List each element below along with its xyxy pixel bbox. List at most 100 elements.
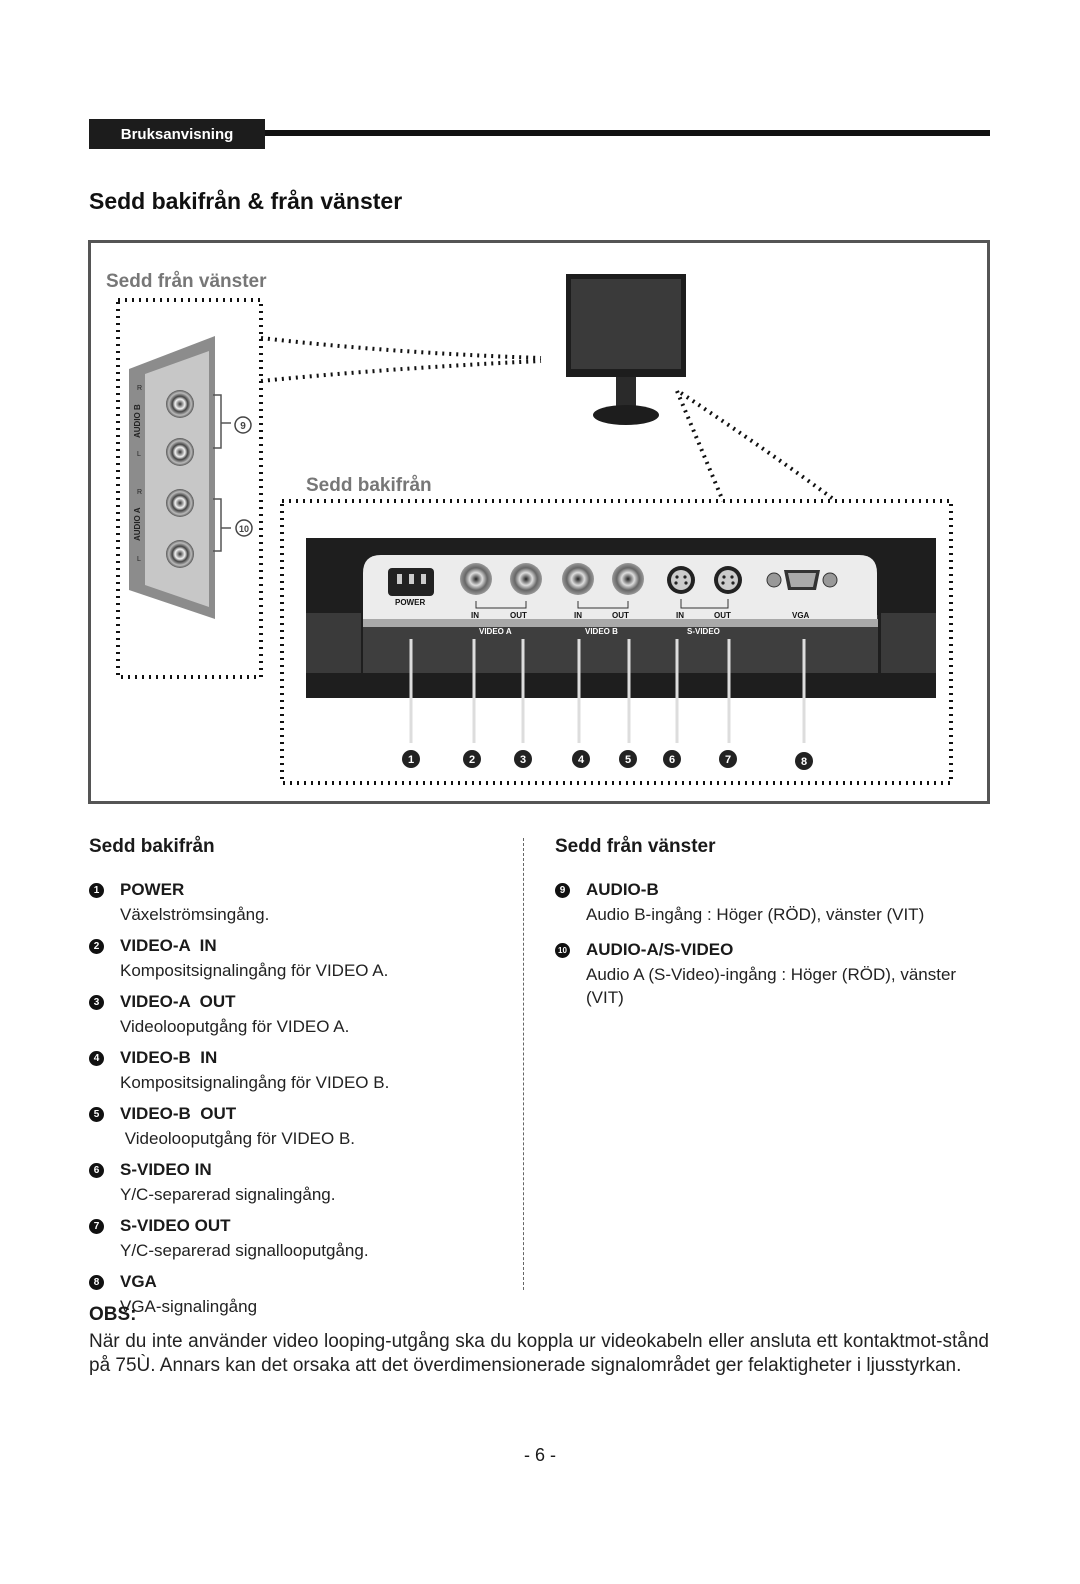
s-video-in-connector bbox=[667, 566, 695, 594]
panel-label-s-video-in: IN bbox=[676, 611, 684, 620]
item-description: Audio A (S-Video)-ingång : Höger (RÖD), … bbox=[586, 965, 957, 1007]
vga-connector bbox=[766, 570, 838, 590]
rear-panel: POWER IN OUT IN OUT IN OUT VGA VIDEO A V… bbox=[306, 538, 936, 698]
panel-label-video-b-in: IN bbox=[574, 611, 582, 620]
item-name: AUDIO-A/S-VIDEO bbox=[586, 940, 734, 959]
left-view-label: Sedd från vänster bbox=[106, 271, 267, 292]
item-name: VIDEO-B OUT bbox=[120, 1104, 237, 1123]
item-description: Audio B-ingång : Höger (RÖD), vänster (V… bbox=[586, 905, 925, 924]
item-name: S-VIDEO OUT bbox=[120, 1216, 231, 1235]
item-number: 8 bbox=[89, 1274, 104, 1290]
svg-text:5: 5 bbox=[625, 754, 631, 766]
panel-group-s-video: S-VIDEO bbox=[687, 627, 720, 636]
panel-group-video-a: VIDEO A bbox=[479, 627, 512, 636]
item-name: VIDEO-B IN bbox=[120, 1048, 218, 1067]
left-view-descriptions: Sedd från vänster 9 AUDIO-B Audio B-ingån… bbox=[555, 836, 985, 1019]
monitor-illustration bbox=[566, 274, 686, 425]
callout-6: 6 bbox=[663, 750, 681, 768]
s-video-out-connector bbox=[714, 566, 742, 594]
rear-view-title: Sedd bakifrån bbox=[89, 836, 215, 857]
note-title: OBS: bbox=[89, 1304, 137, 1325]
side-label-audio-b: AUDIO B bbox=[133, 404, 142, 438]
rear-view-label: Sedd bakifrån bbox=[306, 475, 432, 496]
callout-10: 10 bbox=[235, 519, 253, 537]
column-divider bbox=[523, 838, 524, 1290]
callout-5: 5 bbox=[619, 750, 637, 768]
svg-text:1: 1 bbox=[408, 754, 414, 766]
item-number: 6 bbox=[89, 1162, 104, 1178]
item-number: 1 bbox=[89, 882, 104, 898]
panel-label-video-a-out: OUT bbox=[510, 611, 527, 620]
list-item: 7 S-VIDEO OUT Y/C-separerad signallooputg… bbox=[89, 1216, 509, 1262]
svg-text:8: 8 bbox=[801, 756, 807, 768]
panel-label-video-b-out: OUT bbox=[612, 611, 629, 620]
video-a-out-connector bbox=[510, 563, 542, 595]
item-name: POWER bbox=[120, 880, 185, 899]
video-a-in-connector bbox=[460, 563, 492, 595]
item-number: 5 bbox=[89, 1106, 104, 1122]
callout-1: 1 bbox=[402, 750, 420, 768]
header-rule bbox=[265, 130, 990, 136]
item-description: Kompositsignalingång för VIDEO A. bbox=[120, 961, 389, 980]
panel-label-power: POWER bbox=[395, 598, 425, 607]
video-b-out-connector bbox=[612, 563, 644, 595]
svg-text:10: 10 bbox=[239, 524, 249, 534]
item-name: S-VIDEO IN bbox=[120, 1160, 212, 1179]
panel-label-video-a-in: IN bbox=[471, 611, 479, 620]
callout-8: 8 bbox=[795, 752, 813, 770]
page-number: - 6 - bbox=[523, 1445, 556, 1465]
audio-b-jacks bbox=[166, 390, 194, 466]
item-name: VIDEO-A IN bbox=[120, 936, 217, 955]
item-description: Videolooputgång för VIDEO B. bbox=[120, 1129, 356, 1148]
item-number: 9 bbox=[555, 882, 570, 898]
callout-4: 4 bbox=[572, 750, 590, 768]
callout-9: 9 bbox=[234, 416, 252, 434]
list-item: 5 VIDEO-B OUT Videolooputgång för VIDEO B… bbox=[89, 1104, 509, 1150]
item-number: 7 bbox=[89, 1218, 104, 1234]
list-item: 4 VIDEO-B IN Kompositsignalingång för VID… bbox=[89, 1048, 509, 1094]
svg-text:3: 3 bbox=[520, 754, 526, 766]
list-item: 6 S-VIDEO IN Y/C-separerad signalingång. bbox=[89, 1160, 509, 1206]
video-b-in-connector bbox=[562, 563, 594, 595]
audio-a-jacks bbox=[166, 489, 194, 568]
document-header-tab: Bruksanvisning bbox=[89, 119, 265, 149]
list-item: 8 VGA VGA-signalingång bbox=[89, 1272, 509, 1318]
side-label-audio-a: AUDIO A bbox=[133, 507, 142, 541]
left-view-title: Sedd från vänster bbox=[555, 836, 716, 857]
side-label-r2: R bbox=[137, 489, 142, 496]
item-description: Y/C-separerad signalingång. bbox=[120, 1185, 336, 1204]
callout-2: 2 bbox=[463, 750, 481, 768]
item-name: VIDEO-A OUT bbox=[120, 992, 236, 1011]
section-title: Sedd bakifrån & från vänster bbox=[89, 188, 403, 214]
side-label-l2: L bbox=[137, 556, 141, 563]
item-description: Växelströmsingång. bbox=[120, 905, 270, 924]
svg-text:9: 9 bbox=[240, 421, 246, 432]
connector-figure: Sedd från vänster AUDIO B AUDIO A R L R … bbox=[88, 240, 990, 804]
list-item: 9 AUDIO-B Audio B-ingång : Höger (RÖD), v… bbox=[555, 880, 985, 926]
item-description: VGA-signalingång bbox=[120, 1297, 258, 1316]
item-name: VGA bbox=[120, 1272, 157, 1291]
item-description: Kompositsignalingång för VIDEO B. bbox=[120, 1073, 390, 1092]
panel-label-vga: VGA bbox=[792, 611, 810, 620]
list-item: 1 POWER Växelströmsingång. bbox=[89, 880, 509, 926]
callout-7: 7 bbox=[719, 750, 737, 768]
panel-group-video-b: VIDEO B bbox=[585, 627, 618, 636]
svg-text:4: 4 bbox=[578, 754, 585, 766]
svg-text:6: 6 bbox=[669, 754, 675, 766]
note-text: När du inte använder video looping-utgån… bbox=[89, 1331, 989, 1376]
panel-label-s-video-out: OUT bbox=[714, 611, 731, 620]
svg-text:2: 2 bbox=[469, 754, 475, 766]
side-label-l1: L bbox=[137, 451, 141, 458]
item-description: Y/C-separerad signallooputgång. bbox=[120, 1241, 369, 1260]
svg-text:7: 7 bbox=[725, 754, 731, 766]
connector-illustration: Sedd från vänster AUDIO B AUDIO A R L R … bbox=[106, 271, 953, 785]
item-description: Videolooputgång för VIDEO A. bbox=[120, 1017, 350, 1036]
side-panel: AUDIO B AUDIO A R L R L bbox=[129, 336, 215, 619]
item-number: 4 bbox=[89, 1050, 104, 1066]
power-inlet bbox=[388, 568, 434, 596]
item-name: AUDIO-B bbox=[586, 880, 659, 899]
side-label-r1: R bbox=[137, 385, 142, 392]
